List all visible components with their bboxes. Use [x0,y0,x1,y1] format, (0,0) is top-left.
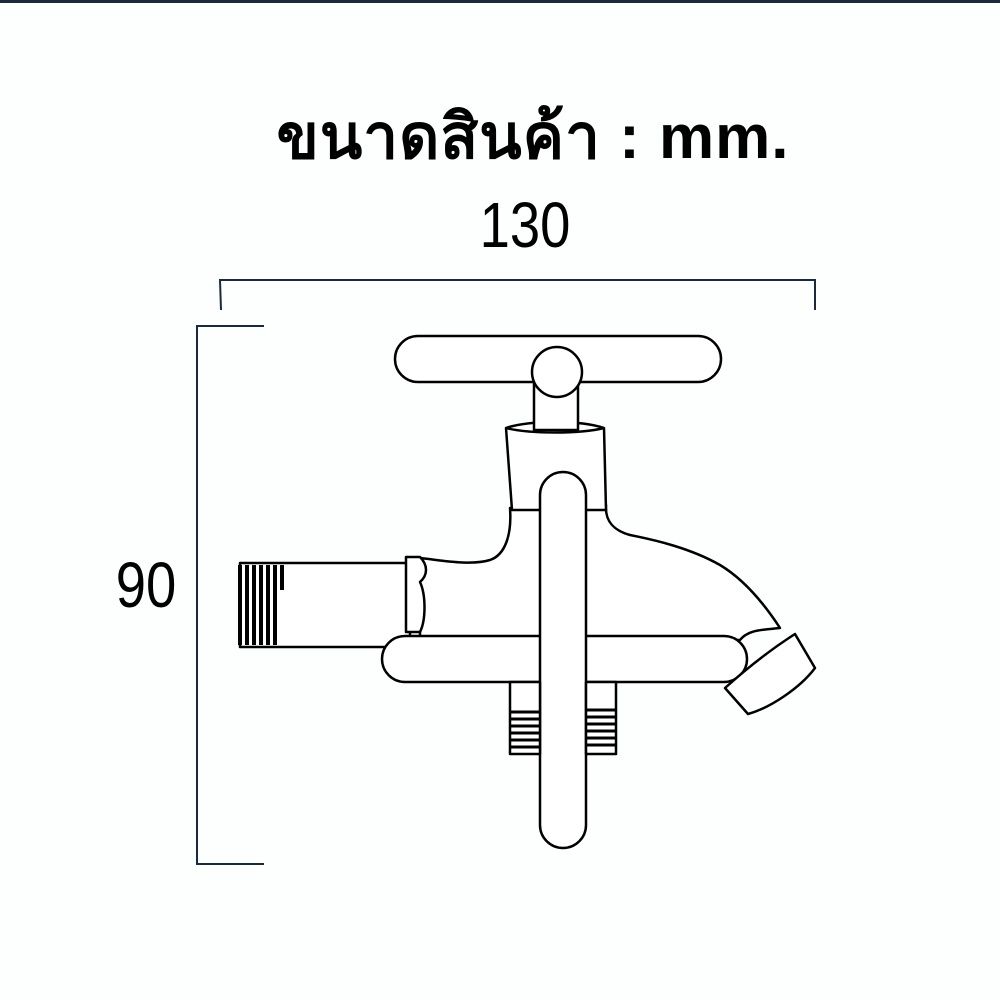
top-border-bar [0,0,1000,3]
height-dimension-bracket [196,325,264,865]
handle-knob [530,345,584,399]
width-dimension-label: 130 [479,189,571,261]
width-dimension-bracket [218,279,816,311]
lower-threads [511,708,615,749]
faucet-icon [238,334,817,850]
spout-nozzle [723,632,817,716]
hex-nut [404,555,428,634]
height-dimension-label: 90 [115,549,177,621]
inlet-threads [238,565,284,645]
inlet-pipe [238,561,412,649]
page-title: ขนาดสินค้า : mm. [276,103,790,172]
faucet-body [418,503,782,642]
